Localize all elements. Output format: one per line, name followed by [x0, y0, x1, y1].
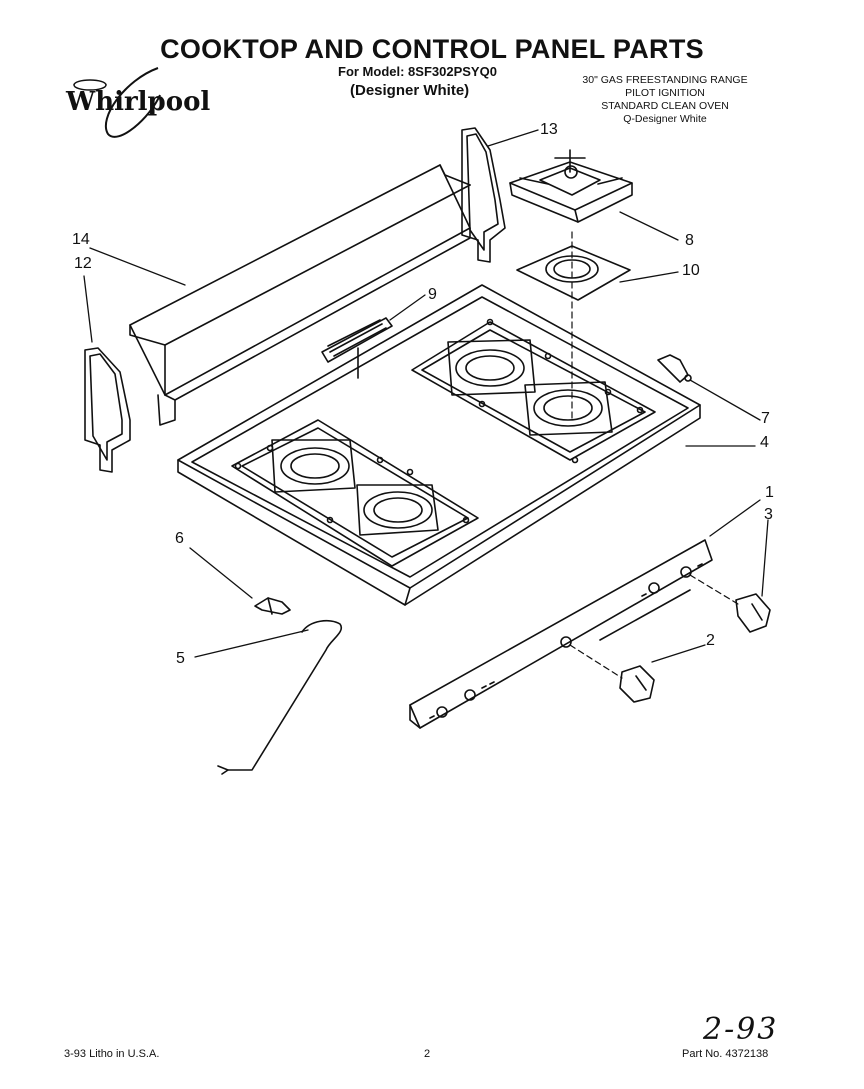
leader-lines	[83, 129, 769, 663]
litho-note: 3-93 Litho in U.S.A.	[64, 1048, 160, 1060]
control-panel-part	[409, 539, 713, 729]
callout-4: 4	[760, 434, 769, 451]
callout-13: 13	[540, 121, 558, 138]
page-number: 2	[424, 1048, 431, 1060]
spec-line: 30" GAS FREESTANDING RANGE	[582, 74, 748, 86]
spec-line: PILOT IGNITION	[625, 87, 705, 99]
pilot-tube-part	[217, 619, 343, 775]
assembly-line	[689, 574, 739, 605]
callout-8: 8	[685, 232, 694, 249]
callout-9: 9	[428, 286, 437, 303]
callout-12: 12	[74, 255, 92, 272]
part-number: Part No. 4372138	[682, 1048, 769, 1060]
vent-trim-part	[321, 317, 393, 379]
spec-line: STANDARD CLEAN OVEN	[601, 100, 729, 112]
handwritten-date: 2-93	[703, 1012, 779, 1047]
spec-block: 30" GAS FREESTANDING RANGE PILOT IGNITIO…	[540, 74, 790, 126]
callout-2: 2	[706, 632, 715, 649]
callout-3: 3	[764, 506, 773, 523]
page-title: COOKTOP AND CONTROL PANEL PARTS	[160, 34, 704, 64]
control-knob-part	[619, 593, 771, 703]
burner-bowl-part	[516, 245, 631, 301]
burner-grate-part	[509, 149, 633, 223]
right-end-cap-part	[461, 127, 506, 263]
cooktop-part	[177, 284, 701, 606]
variant-label: (Designer White)	[350, 82, 470, 99]
model-line: For Model: 8SF302PSYQ0	[338, 64, 497, 79]
assembly-line	[569, 644, 623, 679]
callout-7: 7	[761, 410, 770, 427]
pilot-clip-part	[657, 354, 692, 383]
callout-10: 10	[682, 262, 700, 279]
spec-line: Q-Designer White	[623, 113, 707, 125]
backguard-part	[129, 164, 471, 426]
callout-14: 14	[72, 231, 90, 248]
callout-6: 6	[175, 530, 184, 547]
left-end-cap-part	[84, 347, 131, 473]
pilot-bracket-part	[254, 597, 291, 615]
callout-1: 1	[765, 484, 774, 501]
callout-5: 5	[176, 650, 185, 667]
